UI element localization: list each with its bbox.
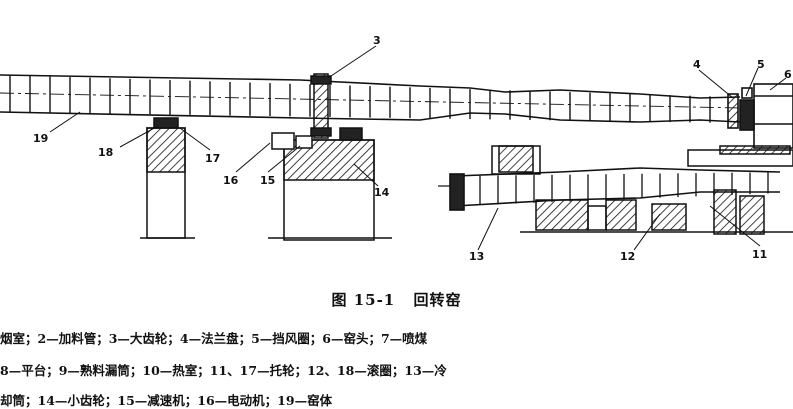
legend-line-1: 烟室；2—加料管；3—大齿轮；4—法兰盘；5—挡风圈；6—窑头；7—喷煤 <box>0 331 428 346</box>
label-12: 12 <box>620 250 635 263</box>
figure-number: 图 15-1 <box>331 291 396 309</box>
figure-title: 回转窑 <box>413 291 462 309</box>
kiln-head <box>727 83 793 149</box>
label-3: 3 <box>373 34 381 47</box>
label-19: 19 <box>33 132 48 145</box>
legend-line-2: 8—平台；9—熟料漏筒；10—热室；11、17—托轮；12、18—滚圈；13—冷 <box>0 363 447 378</box>
label-11: 11 <box>752 248 767 261</box>
kiln-body <box>0 74 741 123</box>
label-4: 4 <box>693 58 701 71</box>
label-6: 6 <box>784 68 792 81</box>
figure-caption: 图 15-1 回转窑 <box>0 289 793 310</box>
label-14: 14 <box>374 186 390 199</box>
label-18: 18 <box>98 146 113 159</box>
label-5: 5 <box>757 58 765 71</box>
label-15: 15 <box>260 174 275 187</box>
kiln-support-gear <box>268 127 392 241</box>
label-13: 13 <box>469 250 484 263</box>
rotary-kiln-diagram: 3 4 5 6 19 18 17 16 15 14 13 12 11 <box>0 34 793 263</box>
label-17: 17 <box>205 152 220 165</box>
kiln-support-left <box>140 117 195 239</box>
leader-lines <box>49 45 787 251</box>
label-16: 16 <box>223 174 239 187</box>
big-gear <box>310 73 332 139</box>
